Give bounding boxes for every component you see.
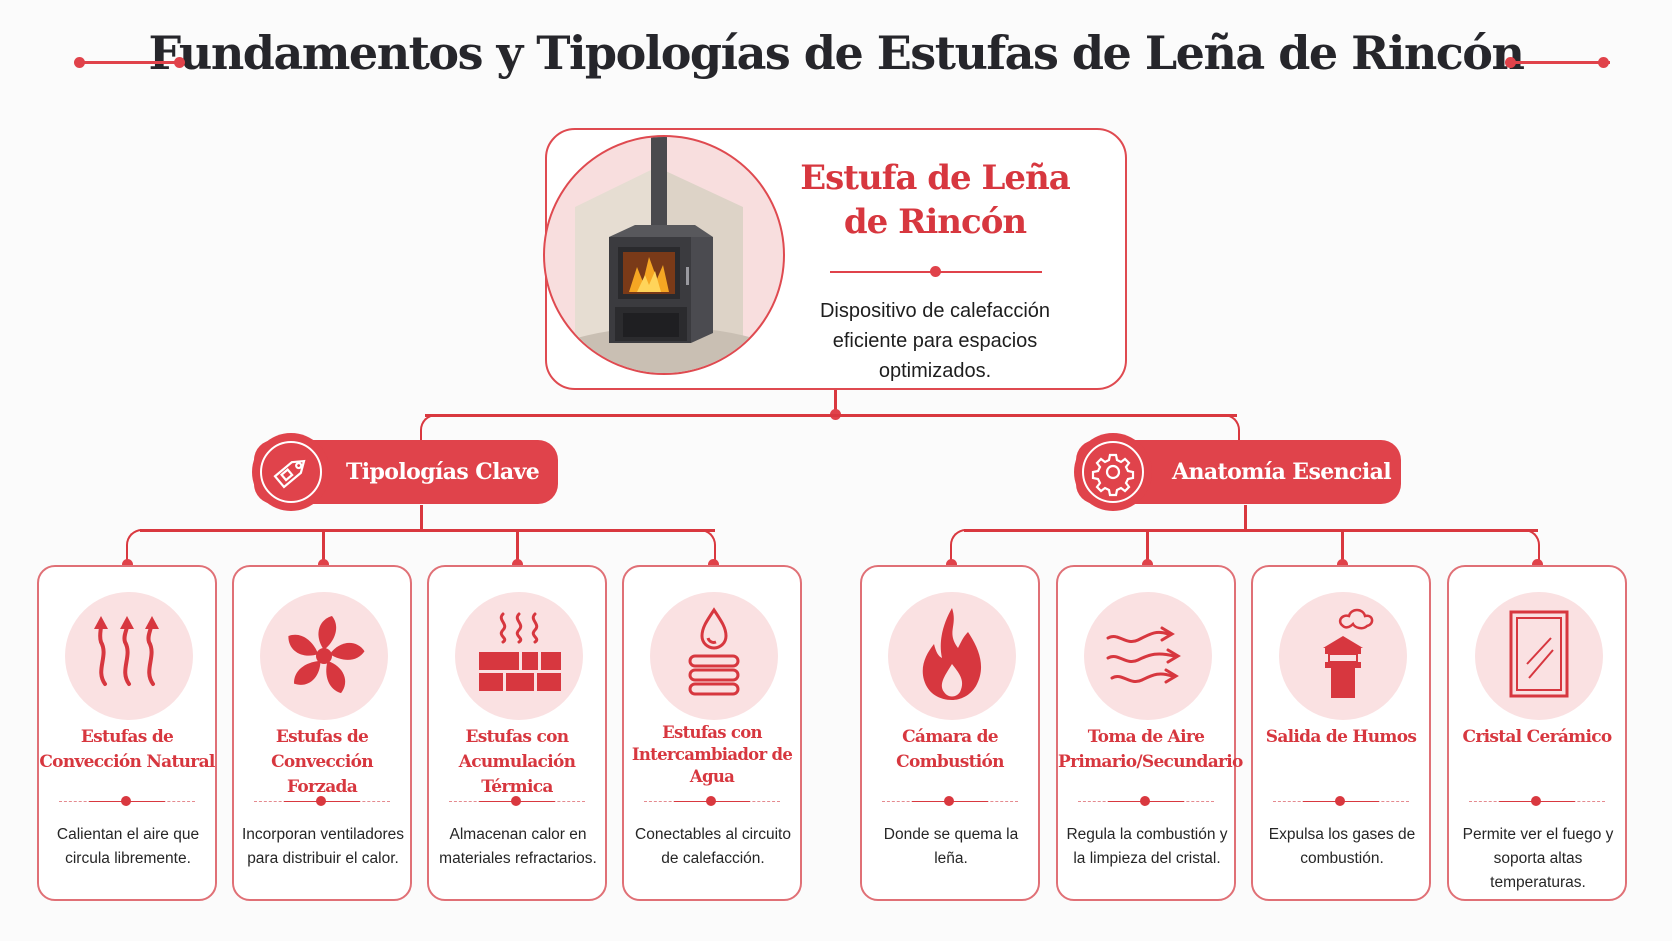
title-decor-right-dot-end [1598,57,1609,68]
card-toma-aire[interactable]: Toma de Aire Primario/Secundario Regula … [1056,565,1243,901]
connector-node [708,559,719,570]
connector-right-elbow [1222,414,1240,446]
connector-right-elbow-4 [1522,529,1540,565]
corner-stove-illustration [543,135,785,375]
main-title-line-1: Estufa de Leña [800,158,1071,198]
connector-right-drop-3 [1341,529,1344,565]
connector-main-trunk [834,388,837,416]
card-description: Expulsa los gases de combustión. [1268,826,1416,867]
connector-left-elbow [420,414,438,446]
connector-node [1532,559,1543,570]
flame-icon [888,592,1016,720]
card-description: Regula la combustión y la limpieza del c… [1066,826,1228,867]
glass-pane-icon [1475,592,1603,720]
chimney-smoke-icon [1279,592,1407,720]
card-description: Incorporan ventiladores para distribuir … [242,826,404,867]
card-title: Estufas de Convección Forzada [271,727,373,797]
connector-main-horizontal [425,414,1237,417]
card-separator [1273,796,1409,806]
connector-right-horizontal [964,529,1538,532]
card-description: Calientan el aire que circula libremente… [56,826,200,867]
card-separator [1078,796,1214,806]
card-title: Estufas de Convección Natural [39,727,215,772]
title-decor-left-dot-end [174,57,185,68]
connector-left-drop-3 [516,529,519,565]
connector-node [318,559,329,570]
gear-icon [1074,433,1152,511]
connector-right-trunk [1244,505,1247,530]
branch-label: Anatomía Esencial [1172,459,1392,485]
card-separator [254,796,390,806]
connector-left-trunk [420,505,423,530]
card-description: Almacenan calor en materiales refractari… [439,826,597,867]
card-acumulacion-termica[interactable]: Estufas con Acumulación Térmica Almacena… [427,565,607,901]
branch-pill-anatomia[interactable]: Anatomía Esencial [1074,433,1401,511]
main-title-separator-dot [930,266,941,277]
title-decor-right-dot [1505,57,1516,68]
card-conveccion-natural[interactable]: Estufas de Convección Natural Calientan … [37,565,217,901]
stove-icon [545,137,783,373]
card-title: Salida de Humos [1265,727,1417,747]
card-title: Toma de Aire Primario/Secundario [1058,727,1243,772]
connector-left-elbow-1 [126,529,144,565]
card-description: Conectables al circuito de calefacción. [635,826,791,867]
heated-bricks-icon [455,592,583,720]
title-decor-left [78,61,178,64]
water-drop-coil-icon [650,592,778,720]
connector-node [512,559,523,570]
page-title: Fundamentos y Tipologías de Estufas de L… [148,26,1525,80]
connector-right-drop-2 [1146,529,1149,565]
tag-icon [252,433,330,511]
title-decor-right [1510,61,1610,64]
card-description: Donde se quema la leña. [883,826,1019,867]
connector-left-elbow-4 [698,529,716,565]
main-title-line-2: de Rincón [843,202,1027,242]
fan-icon [260,592,388,720]
branch-label: Tipologías Clave [346,459,540,485]
card-intercambiador-agua[interactable]: Estufas con Intercambiador de Agua Conec… [622,565,802,901]
card-camara-combustion[interactable]: Cámara de Combustión Donde se quema la l… [860,565,1040,901]
airflow-arrows-icon [1084,592,1212,720]
card-separator [644,796,780,806]
card-salida-humos[interactable]: Salida de Humos Expulsa los gases de com… [1251,565,1431,901]
connector-node [946,559,957,570]
title-decor-left-dot [74,57,85,68]
card-separator [882,796,1018,806]
connector-node [1337,559,1348,570]
card-separator [1469,796,1605,806]
main-concept-description: Dispositivo de calefacción eficiente par… [819,300,1051,382]
connector-left-drop-2 [322,529,325,565]
main-concept-title: Estufa de Leña de Rincón [770,156,1100,244]
card-title: Estufas con Intercambiador de Agua [631,723,793,786]
card-cristal-ceramico[interactable]: Cristal Cerámico Permite ver el fuego y … [1447,565,1627,901]
branch-pill-tipologias[interactable]: Tipologías Clave [252,433,558,511]
connector-node [1142,559,1153,570]
card-title: Cámara de Combustión [896,727,1004,772]
rising-heat-arrows-icon [65,592,193,720]
card-title: Estufas con Acumulación Térmica [458,727,576,797]
connector-node [122,559,133,570]
card-title: Cristal Cerámico [1462,727,1612,747]
connector-right-elbow-1 [950,529,968,565]
connector-left-horizontal [140,529,715,532]
card-description: Permite ver el fuego y soporta altas tem… [1462,826,1614,891]
card-conveccion-forzada[interactable]: Estufas de Convección Forzada Incorporan… [232,565,412,901]
card-separator [59,796,195,806]
card-separator [449,796,585,806]
